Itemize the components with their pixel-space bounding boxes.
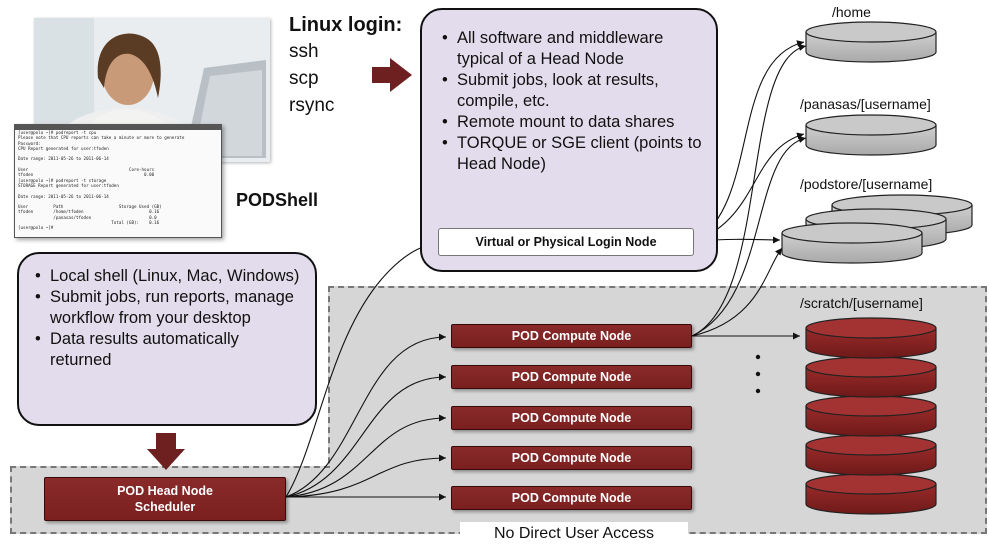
- terminal-line: User Path Storage Used (GB): [18, 204, 162, 210]
- terminal-line: Please note that CPU reports can take a …: [18, 135, 185, 141]
- podshell-label: PODShell: [236, 190, 319, 210]
- down-block-arrow: [147, 433, 185, 470]
- login-bullet-2: Submit jobs, look at results, compile, e…: [440, 70, 706, 112]
- right-block-arrow: [372, 58, 412, 92]
- compute-node-5: POD Compute Node: [451, 486, 692, 510]
- local-bullet-1: Local shell (Linux, Mac, Windows): [33, 266, 303, 287]
- terminal-title-bar: [15, 125, 221, 130]
- link-head-to-login: [285, 240, 439, 498]
- login-node-label: Virtual or Physical Login Node: [438, 228, 694, 256]
- head-node: POD Head Node Scheduler: [44, 477, 286, 521]
- terminal-line: Date range: 2011-05-26 to 2011-06-14: [18, 193, 109, 199]
- login-bullet-3: Remote mount to data shares: [440, 112, 706, 133]
- terminal-line: User Core-hours: [18, 167, 155, 173]
- compute-node-2: POD Compute Node: [451, 365, 692, 389]
- storage-path-podstore: /podstore/[username]: [800, 176, 933, 192]
- local-bullet-3: Data results automatically returned: [33, 329, 303, 371]
- terminal-line: [user@polo ~]#: [18, 225, 56, 231]
- login-bullet-1: All software and middleware typical of a…: [440, 28, 706, 70]
- storage-path-scratch: /scratch/[username]: [800, 295, 923, 311]
- podstore-disk-stack: [781, 194, 973, 264]
- zone-seam-cover: [326, 468, 332, 532]
- terminal-line: Total (GB): 0.16: [18, 220, 160, 226]
- linux-login-item-scp: scp: [289, 68, 319, 89]
- linux-login-item-rsync: rsync: [289, 95, 335, 116]
- login-bullet-4: TORQUE or SGE client (points to Head Nod…: [440, 133, 706, 175]
- link-compute-to-panasas: [691, 136, 807, 337]
- linux-login-item-ssh: ssh: [289, 41, 319, 62]
- panasas-disk: [805, 114, 937, 156]
- terminal-line: tfoden 0.00: [18, 172, 155, 178]
- compute-node-1: POD Compute Node: [451, 324, 692, 348]
- link-compute-to-home: [691, 44, 807, 337]
- terminal-line: CPU Report generated for user:tfoden: [18, 145, 109, 151]
- linux-login-title: Linux login:: [289, 14, 403, 36]
- local-shell-bullets: Local shell (Linux, Mac, Windows) Submit…: [33, 266, 303, 371]
- link-head-to-compute-4: [285, 454, 447, 498]
- local-shell-panel: Local shell (Linux, Mac, Windows) Submit…: [17, 252, 317, 426]
- link-head-to-compute-1: [285, 333, 447, 498]
- home-disk: [805, 21, 937, 63]
- link-compute-to-podstore: [691, 247, 783, 337]
- terminal-line: Date range: 2011-05-26 to 2011-06-14: [18, 156, 109, 162]
- terminal-line: /panasas/tfoden 0.0: [18, 214, 157, 220]
- terminal-line: [user@polo ~]# podreport -t cpu: [18, 130, 97, 135]
- compute-node-4: POD Compute Node: [451, 446, 692, 470]
- terminal-line: Password:: [18, 140, 41, 146]
- compute-node-3: POD Compute Node: [451, 406, 692, 430]
- scratch-disk-stack: [805, 317, 937, 515]
- login-node-bullets: All software and middleware typical of a…: [440, 28, 706, 175]
- storage-path-home: /home: [832, 4, 871, 20]
- zone-label: No Direct User Access: [460, 522, 688, 544]
- terminal-line: [user@polo ~]# podreport -t storage: [18, 177, 107, 183]
- link-head-to-compute-2: [285, 373, 447, 498]
- terminal-line: STORAGE Report generated for user:tfoden: [18, 182, 119, 188]
- storage-path-panasas: /panasas/[username]: [800, 96, 931, 112]
- terminal-line: tfoden /home/tfoden 0.16: [18, 209, 160, 215]
- link-head-to-compute-3: [285, 414, 447, 498]
- local-bullet-2: Submit jobs, run reports, manage workflo…: [33, 287, 303, 329]
- vertical-ellipsis-icon: [755, 354, 761, 394]
